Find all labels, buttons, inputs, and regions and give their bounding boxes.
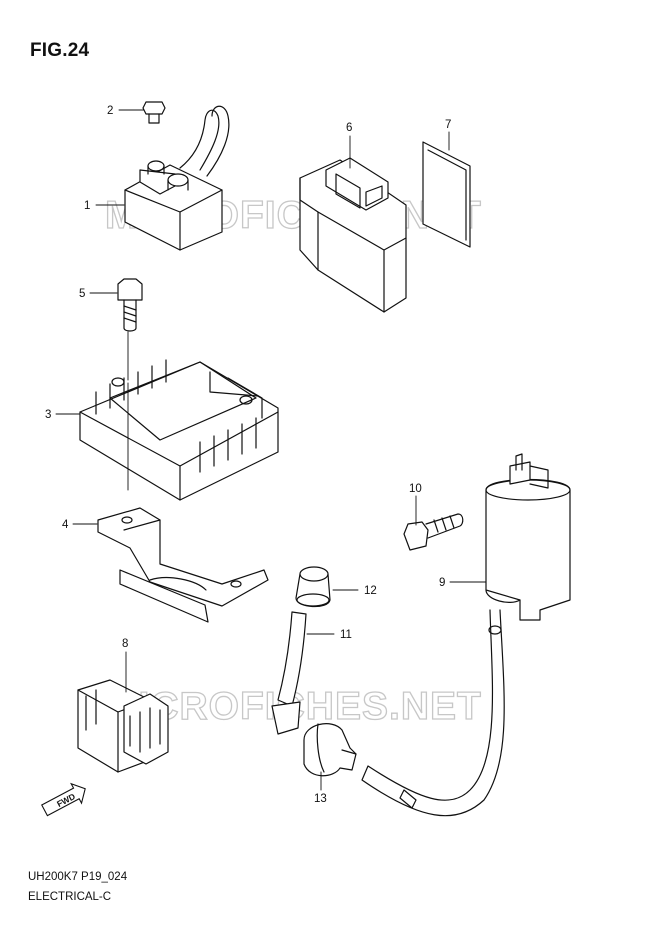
part-5-bolt[interactable] bbox=[117, 278, 143, 381]
part-6-ecm[interactable] bbox=[299, 157, 407, 313]
callout-11: 11 bbox=[340, 629, 352, 641]
callout-10: 10 bbox=[409, 483, 422, 495]
part-8-connector[interactable] bbox=[77, 679, 169, 773]
part-11-wire-boot[interactable] bbox=[271, 611, 307, 735]
callout-3: 3 bbox=[45, 409, 51, 421]
callout-7: 7 bbox=[445, 119, 451, 131]
callout-2: 2 bbox=[107, 105, 113, 117]
callout-12: 12 bbox=[364, 585, 377, 597]
part-12-plug-cap[interactable] bbox=[295, 566, 331, 608]
footer-section: ELECTRICAL-C bbox=[28, 891, 112, 903]
part-2-bolt[interactable] bbox=[142, 101, 166, 124]
callout-4: 4 bbox=[62, 519, 69, 531]
callout-leaders bbox=[55, 109, 487, 791]
callout-6: 6 bbox=[346, 122, 352, 134]
part-9-ignition-coil[interactable] bbox=[361, 453, 571, 817]
fwd-arrow-icon: FWD bbox=[41, 782, 86, 817]
part-3-regulator[interactable] bbox=[79, 359, 279, 501]
callout-13: 13 bbox=[314, 793, 327, 805]
part-7-pad[interactable] bbox=[422, 141, 471, 248]
part-1-relay[interactable] bbox=[124, 105, 230, 251]
footer-code: UH200K7 P19_024 bbox=[28, 871, 128, 883]
part-4-bracket[interactable] bbox=[97, 507, 269, 623]
part-10-bolt[interactable] bbox=[403, 513, 464, 551]
callout-9: 9 bbox=[439, 577, 445, 589]
figure-title: FIG.24 bbox=[30, 40, 90, 61]
part-13-rubber-boot[interactable] bbox=[303, 723, 357, 777]
callout-5: 5 bbox=[79, 288, 85, 300]
callout-1: 1 bbox=[84, 200, 90, 212]
callout-8: 8 bbox=[122, 638, 128, 650]
